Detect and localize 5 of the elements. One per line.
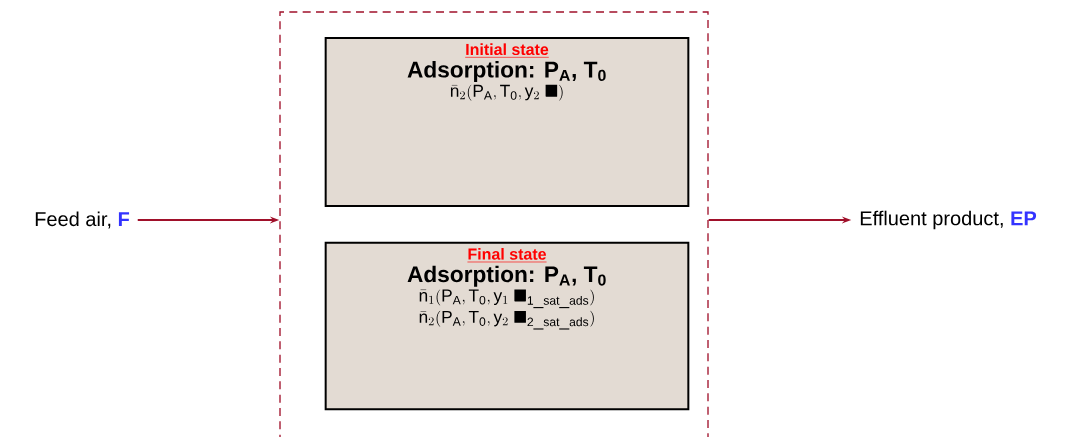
dashed-boundary [279,11,709,437]
stream-label: Effluent product, EP [860,210,1037,230]
state-box: Final state Adsorption: P$_{A}$, T$_{0}$ $\bar{\mathrm{n}}_1(\mathrm{P_A},\mathrm{T_0},\mathrm{y}_1\;\blacksquare_{\mathrm{1\_sat\_ads}})$ $\bar{\mathrm{n}}_2(\mathrm{P_A},\mathrm{T_0},\mathrm{y}_2\;\blacksquare_{\mathrm{2\_sat\_ads}})$ [324,241,690,411]
stream-label: Feed air, F [35,211,130,229]
state-box: Initial state Adsorption: P$_{A}$, T$_{0}$ $\bar{\mathrm{n}}_2(\mathrm{P_A},\mathrm{T_0},\mathrm{y}_2\;\blacksquare)$ [324,37,690,207]
